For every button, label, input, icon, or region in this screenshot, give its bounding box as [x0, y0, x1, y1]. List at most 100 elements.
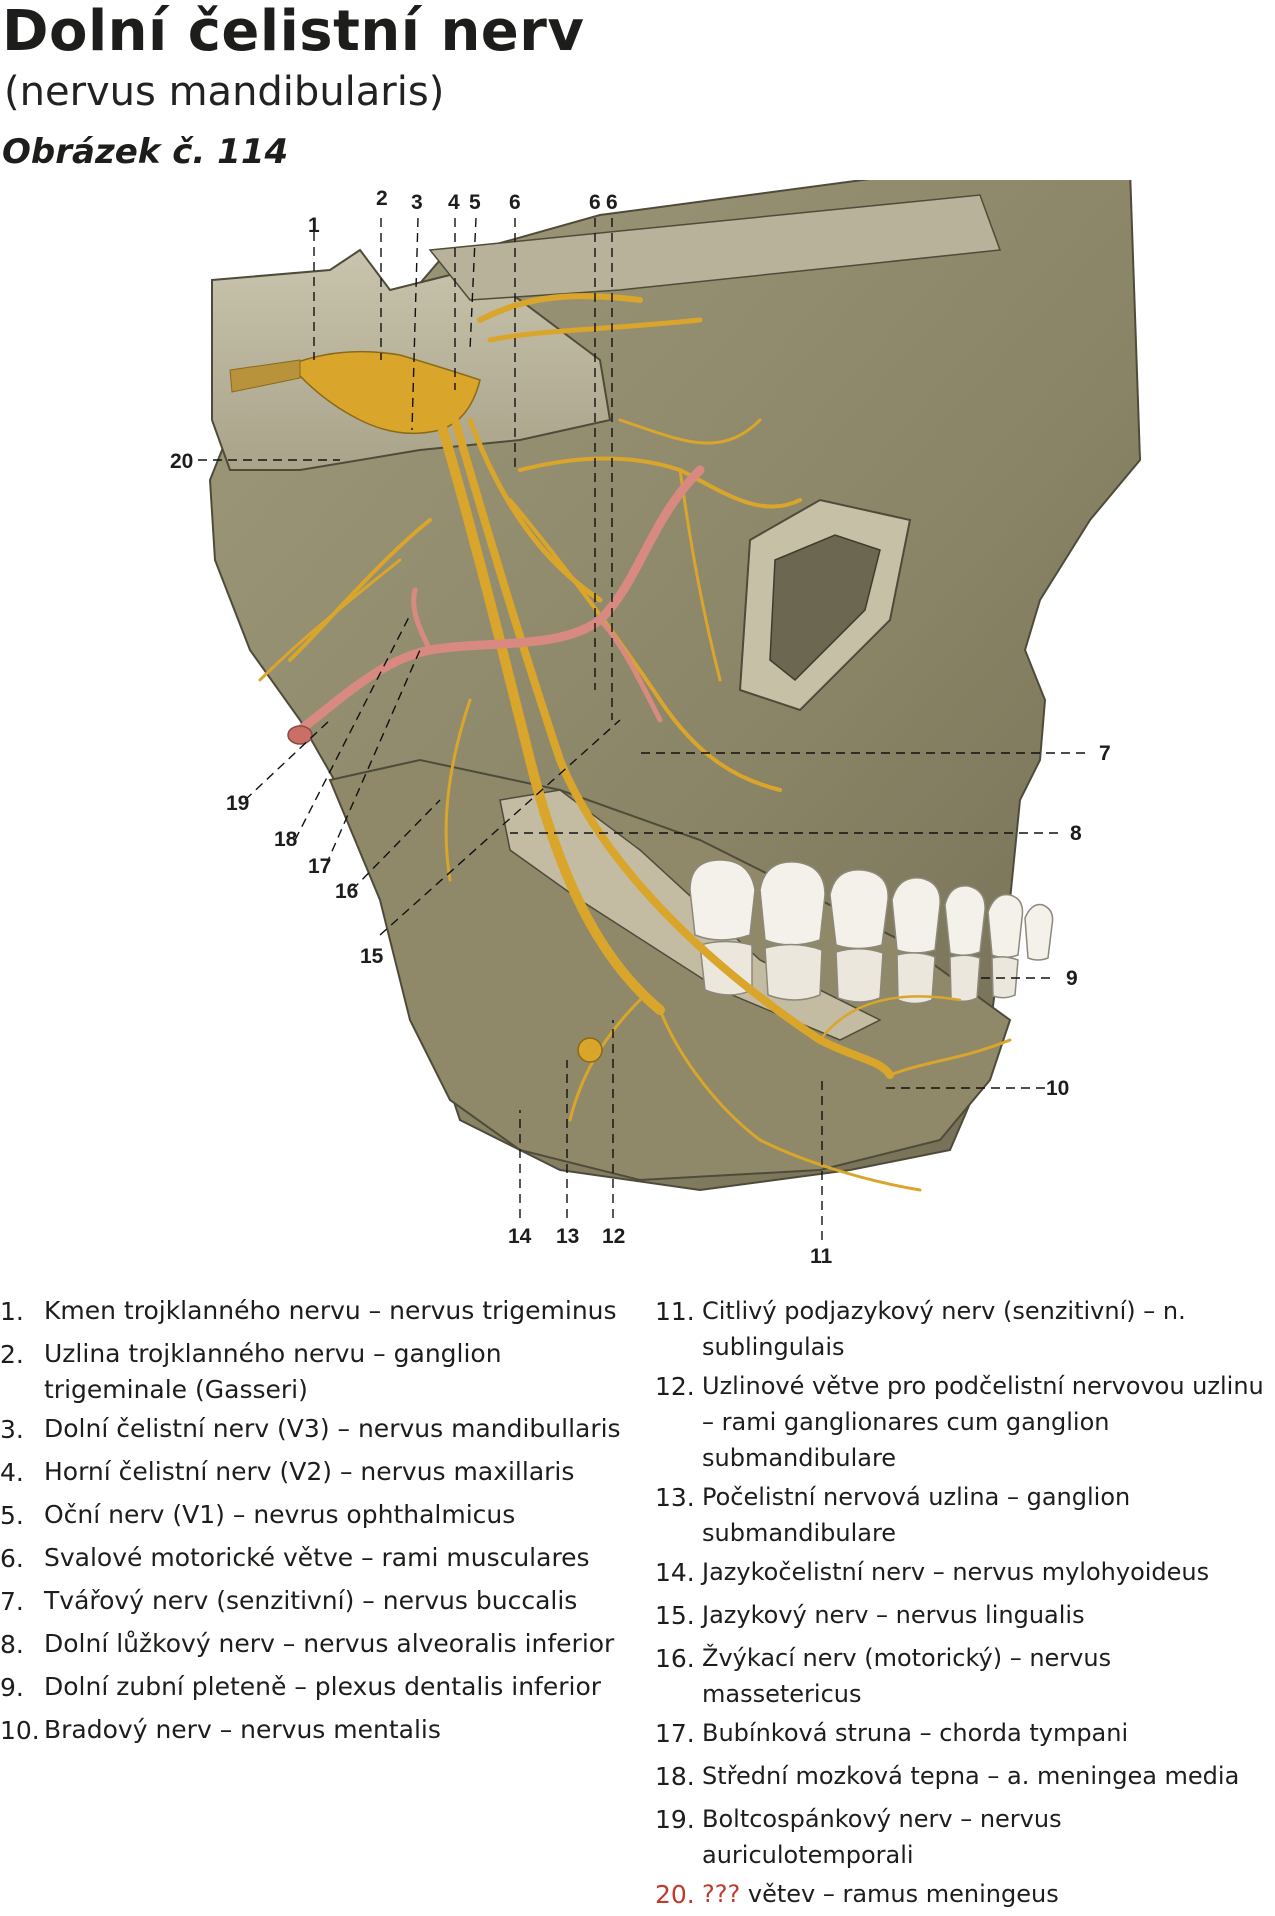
- callout-11: 11: [810, 1245, 833, 1268]
- callout-8: 8: [1070, 822, 1082, 845]
- legend-text: Jazykočelistní nerv – nervus mylohyoideu…: [702, 1558, 1210, 1586]
- trigeminal-root: [229, 359, 301, 393]
- callout-18: 18: [274, 828, 298, 851]
- page-title: Dolní čelistní nerv: [2, 0, 585, 64]
- mandibular-nerve-illustration: 1 2 3 4 5 6 6 6 7 8 9 10 11 12 13 14 15 …: [170, 180, 1142, 1268]
- legend-text: Svalové motorické větve – rami musculare…: [44, 1543, 590, 1572]
- callout-19: 19: [226, 792, 249, 815]
- callout-6-b: 6: [589, 191, 601, 214]
- legend-text: Dolní lůžkový nerv – nervus alveoralis i…: [44, 1629, 615, 1658]
- legend-text: Bradový nerv – nervus mentalis: [44, 1715, 441, 1744]
- callout-6-c: 6: [606, 191, 618, 214]
- legend-text: Boltcospánkový nerv – nervus auriculotem…: [702, 1805, 1062, 1869]
- legend-number: 15.: [655, 1601, 695, 1630]
- legend-right: 11. Citlivý podjazykový nerv (senzitivní…: [655, 1290, 1275, 1916]
- legend-item: 8. Dolní lůžkový nerv – nervus alveorali…: [0, 1623, 650, 1666]
- legend-item-20: 20. ??? větev – ramus meningeus: [655, 1873, 1275, 1916]
- legend-item: 16. Žvýkací nerv (motorický) – nervus ma…: [655, 1637, 1275, 1712]
- legend-item: 9. Dolní zubní pleteně – plexus dentalis…: [0, 1666, 650, 1709]
- callout-9: 9: [1066, 967, 1078, 990]
- legend-item: 2. Uzlina trojklanného nervu – ganglion …: [0, 1333, 650, 1408]
- legend-item: 18. Střední mozková tepna – a. meningea …: [655, 1755, 1275, 1798]
- legend-text: Dolní zubní pleteně – plexus dentalis in…: [44, 1672, 602, 1701]
- legend-number: 12.: [655, 1372, 695, 1401]
- legend-text: Počelistní nervová uzlina – ganglion sub…: [702, 1483, 1131, 1547]
- callout-20: 20: [170, 450, 193, 473]
- artery-cut-end: [287, 725, 313, 745]
- legend-number: 20.: [655, 1880, 695, 1909]
- callout-5: 5: [469, 191, 481, 214]
- legend-item: 19. Boltcospánkový nerv – nervus auricul…: [655, 1798, 1275, 1873]
- legend-item: 11. Citlivý podjazykový nerv (senzitivní…: [655, 1290, 1275, 1365]
- legend-text: Oční nerv (V1) – nevrus ophthalmicus: [44, 1500, 516, 1529]
- callout-4: 4: [448, 191, 460, 214]
- legend-number: 10.: [0, 1716, 40, 1745]
- callout-17: 17: [308, 855, 331, 878]
- legend-item: 1. Kmen trojklanného nervu – nervus trig…: [0, 1290, 650, 1333]
- legend-item: 14. Jazykočelistní nerv – nervus mylohyo…: [655, 1551, 1275, 1594]
- legend-item: 6. Svalové motorické větve – rami muscul…: [0, 1537, 650, 1580]
- leader-lines: [198, 217, 1085, 1240]
- callout-14: 14: [508, 1225, 532, 1248]
- legend-item: 10. Bradový nerv – nervus mentalis: [0, 1709, 650, 1752]
- legend-item: 3. Dolní čelistní nerv (V3) – nervus man…: [0, 1408, 650, 1451]
- legend-number: 17.: [655, 1719, 695, 1748]
- legend-number: 2.: [0, 1340, 24, 1369]
- legend-text: Jazykový nerv – nervus lingualis: [702, 1601, 1085, 1629]
- figure-label: Obrázek č. 114: [2, 132, 289, 172]
- legend-text: Citlivý podjazykový nerv (senzitivní) – …: [702, 1297, 1186, 1361]
- legend-number: 8.: [0, 1630, 24, 1659]
- legend-left: 1. Kmen trojklanného nervu – nervus trig…: [0, 1290, 650, 1752]
- legend-item: 12. Uzlinové větve pro podčelistní nervo…: [655, 1365, 1275, 1476]
- teeth-upper: [689, 859, 1054, 961]
- legend-item: 7. Tvářový nerv (senzitivní) – nervus bu…: [0, 1580, 650, 1623]
- legend-text: ??? větev – ramus meningeus: [702, 1873, 1059, 1916]
- legend-item: 15. Jazykový nerv – nervus lingualis: [655, 1594, 1275, 1637]
- legend-number: 16.: [655, 1644, 695, 1673]
- unknown-marker: ???: [702, 1880, 741, 1908]
- mandible: [328, 758, 1012, 1182]
- legend-text: Bubínková struna – chorda tympani: [702, 1719, 1129, 1747]
- legend-number: 11.: [655, 1297, 695, 1326]
- legend-text: Uzlina trojklanného nervu – ganglion tri…: [44, 1339, 502, 1404]
- callout-10: 10: [1046, 1077, 1069, 1100]
- legend-text: Střední mozková tepna – a. meningea medi…: [702, 1762, 1240, 1790]
- legend-item: 4. Horní čelistní nerv (V2) – nervus max…: [0, 1451, 650, 1494]
- legend-number: 14.: [655, 1558, 695, 1587]
- nerve-branches: [258, 293, 1012, 1192]
- callout-6-a: 6: [509, 191, 521, 214]
- cranial-base-ridge: [428, 194, 1002, 301]
- callout-7: 7: [1099, 742, 1111, 765]
- callout-13: 13: [556, 1225, 579, 1248]
- legend-text: Žvýkací nerv (motorický) – nervus masset…: [702, 1644, 1112, 1708]
- legend-number: 3.: [0, 1415, 24, 1444]
- submandibular-ganglion: [577, 1037, 603, 1063]
- callout-15: 15: [360, 945, 384, 968]
- legend-number: 4.: [0, 1458, 24, 1487]
- legend-item: 17. Bubínková struna – chorda tympani: [655, 1712, 1275, 1755]
- legend-number: 6.: [0, 1544, 24, 1573]
- legend-item: 5. Oční nerv (V1) – nevrus ophthalmicus: [0, 1494, 650, 1537]
- legend-text: Kmen trojklanného nervu – nervus trigemi…: [44, 1296, 617, 1325]
- legend-number: 1.: [0, 1297, 24, 1326]
- page-subtitle: (nervus mandibularis): [4, 69, 445, 115]
- legend-item: 13. Počelistní nervová uzlina – ganglion…: [655, 1476, 1275, 1551]
- callout-12: 12: [602, 1225, 625, 1248]
- callout-3: 3: [411, 191, 423, 214]
- legend-number: 9.: [0, 1673, 24, 1702]
- legend-number: 5.: [0, 1501, 24, 1530]
- legend-text: Tvářový nerv (senzitivní) – nervus bucca…: [44, 1586, 578, 1615]
- legend-text: Uzlinové větve pro podčelistní nervovou …: [702, 1372, 1264, 1472]
- callout-1: 1: [308, 214, 320, 237]
- orbit-hole: [769, 534, 881, 682]
- callout-2: 2: [376, 187, 388, 210]
- artery: [295, 465, 705, 735]
- legend-text-rest: větev – ramus meningeus: [747, 1880, 1059, 1908]
- legend-number: 19.: [655, 1805, 695, 1834]
- legend-text: Horní čelistní nerv (V2) – nervus maxill…: [44, 1457, 575, 1486]
- legend-text: Dolní čelistní nerv (V3) – nervus mandib…: [44, 1414, 621, 1443]
- legend-number: 7.: [0, 1587, 24, 1616]
- legend-number: 13.: [655, 1483, 695, 1512]
- callout-numbers: 1 2 3 4 5 6 6 6 7 8 9 10 11 12 13 14 15 …: [170, 187, 1111, 1268]
- callout-16: 16: [335, 880, 358, 903]
